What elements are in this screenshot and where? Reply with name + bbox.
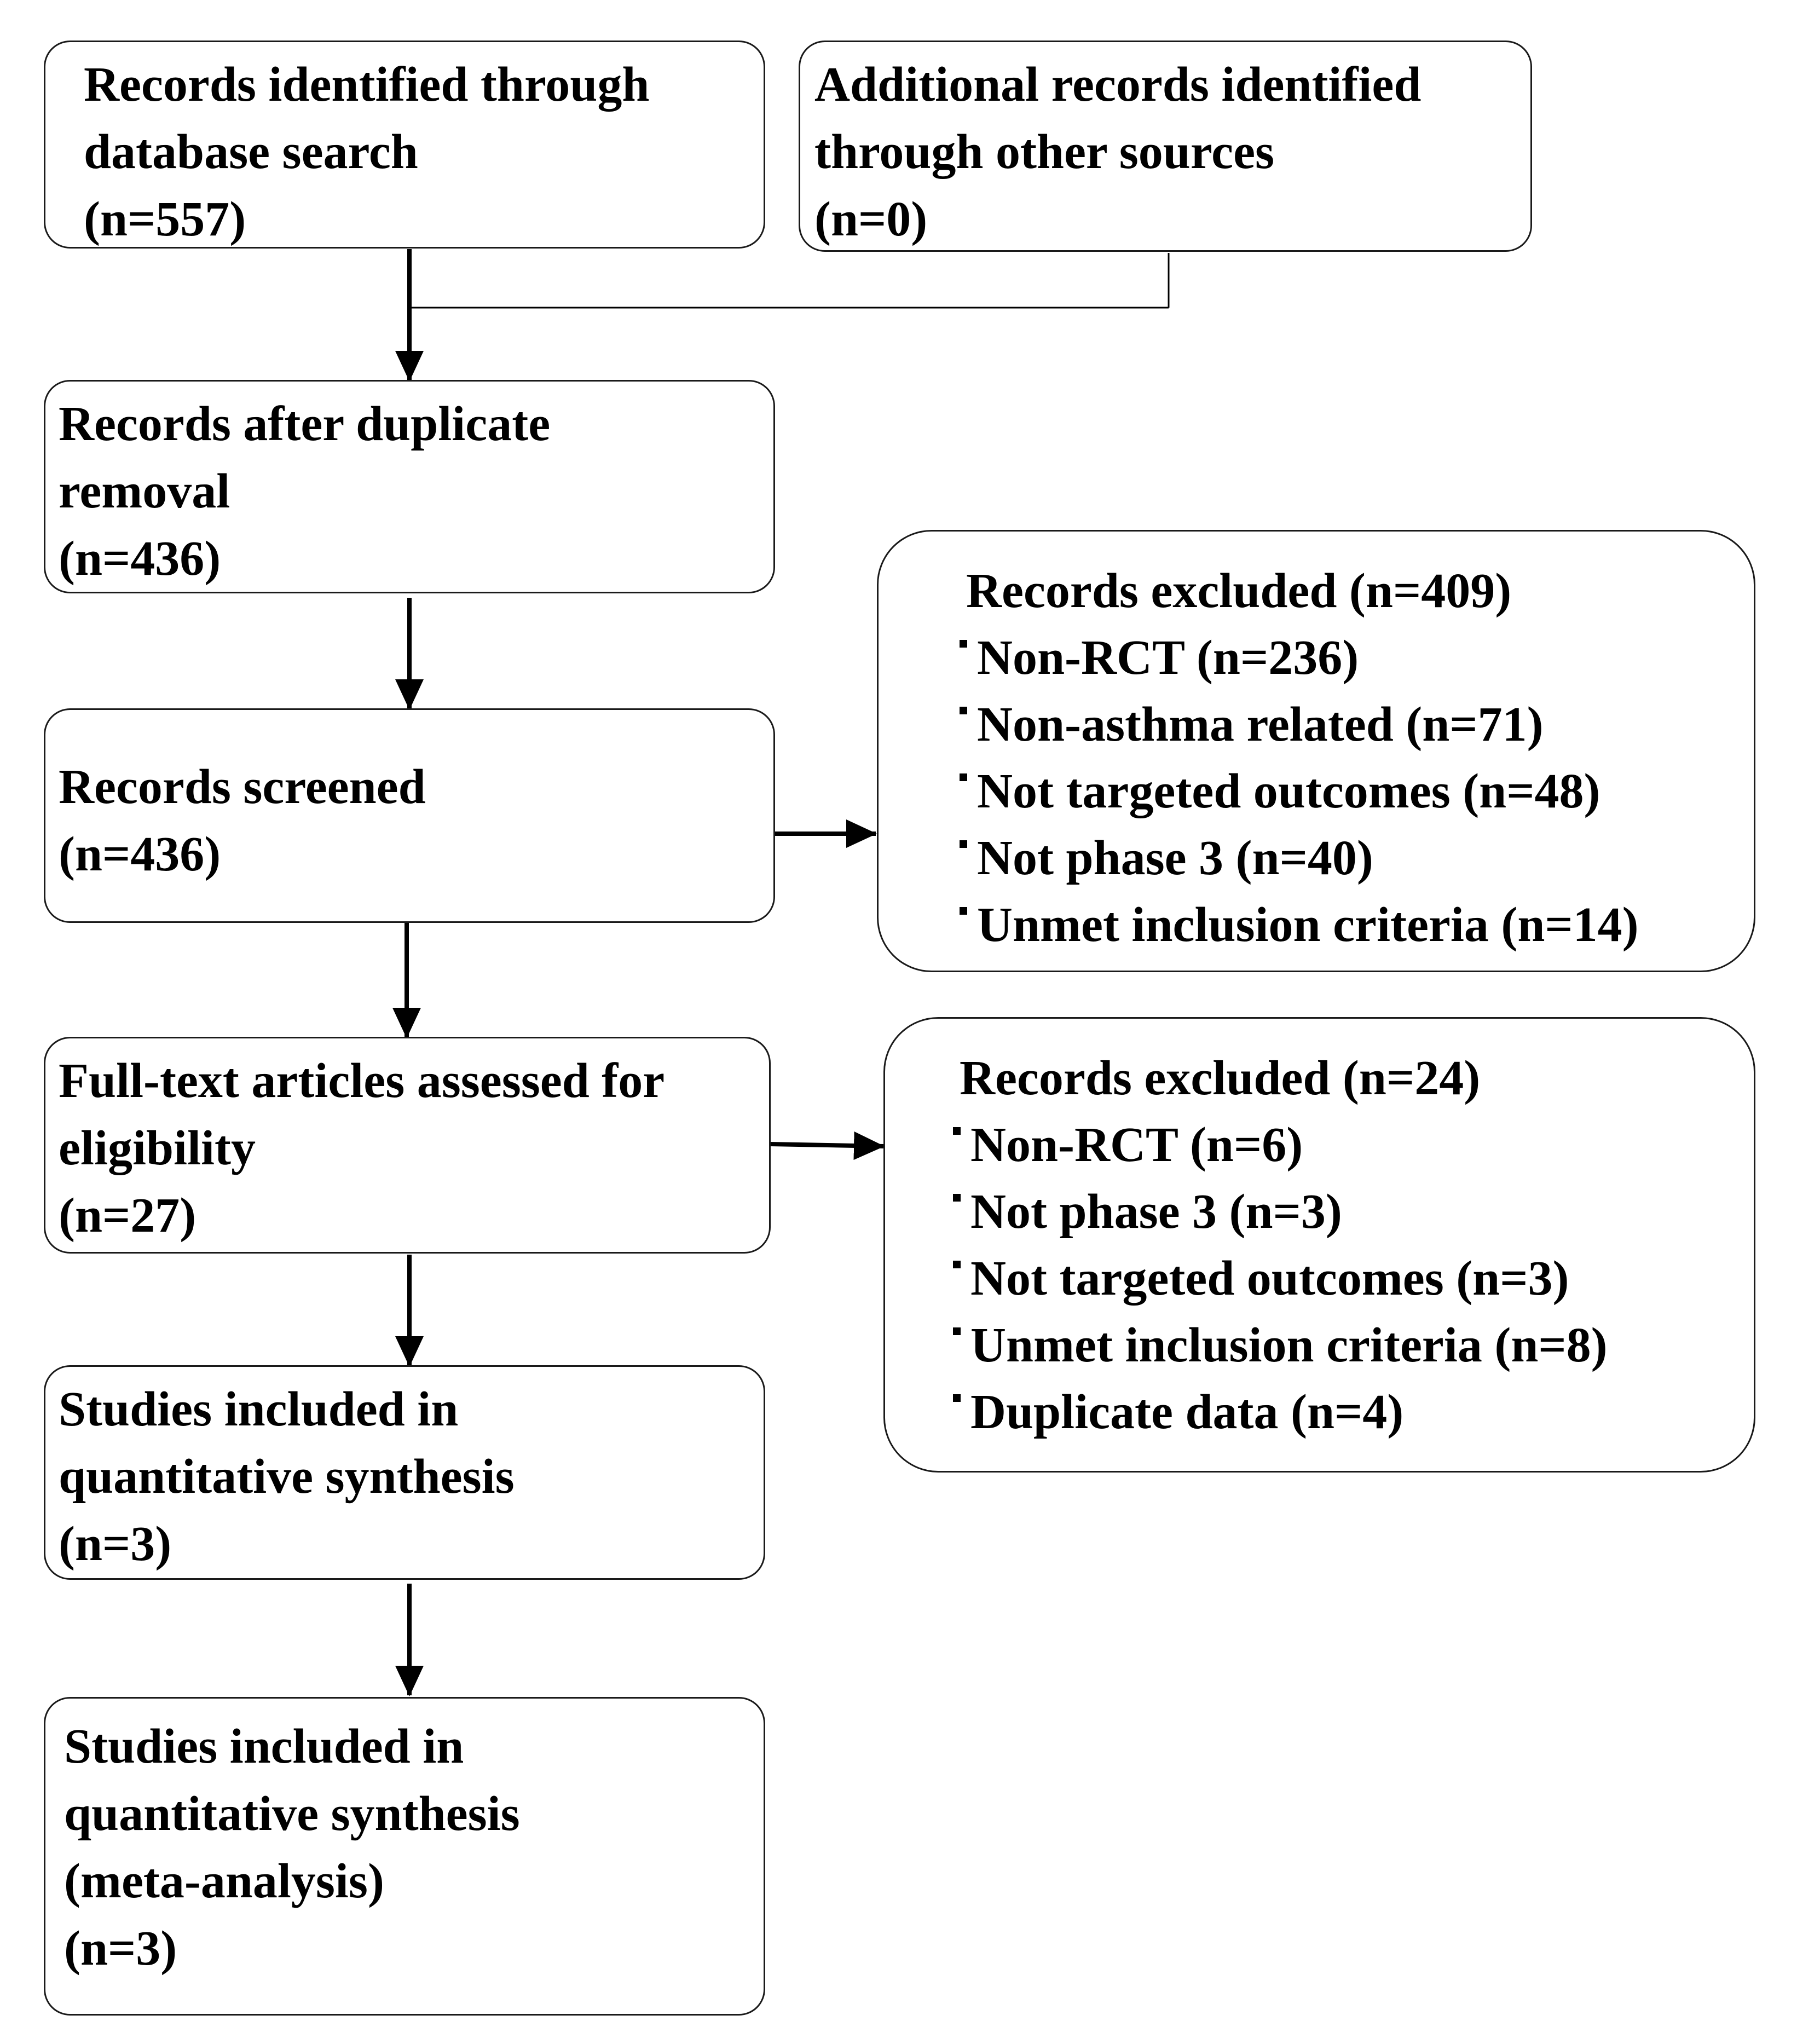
excluded-screening-item: Not targeted outcomes (n=48) [960,758,1754,825]
included-meta-line2: quantitative synthesis [64,1787,520,1841]
included-meta-line3: (meta-analysis) [64,1854,384,1908]
excluded-screening-item: Non-asthma related (n=71) [960,691,1754,758]
excluded-screening-item: Unmet inclusion criteria (n=14) [960,892,1754,959]
database-search-line2: database search [84,125,418,179]
excluded-fulltext-item: Duplicate data (n=4) [953,1379,1754,1446]
database-search-line1: Records identified through [84,57,650,112]
dedup-count: (n=436) [59,532,221,586]
box-excluded-fulltext: Records excluded (n=24) Non-RCT (n=6) No… [883,1017,1755,1473]
box-excluded-screening: Records excluded (n=409) Non-RCT (n=236)… [877,530,1755,972]
excluded-fulltext-item: Not phase 3 (n=3) [953,1179,1754,1245]
database-search-count: (n=557) [84,192,246,246]
box-records-screened: Records screened (n=436) [44,708,775,923]
box-included-quantitative: Studies included in quantitative synthes… [44,1365,765,1580]
box-included-meta-analysis: Studies included in quantitative synthes… [44,1697,765,2016]
screened-count: (n=436) [59,827,221,881]
included-quant-count: (n=3) [59,1517,172,1571]
other-sources-count: (n=0) [814,192,928,246]
arrow-to-excluded-fulltext [769,1131,885,1160]
screened-line1: Records screened [59,760,426,814]
excluded-fulltext-item: Non-RCT (n=6) [953,1112,1754,1179]
excluded-fulltext-title: Records excluded (n=24) [960,1051,1481,1105]
excluded-screening-item: Non-RCT (n=236) [960,625,1754,691]
excluded-screening-item: Not phase 3 (n=40) [960,825,1754,892]
included-meta-line1: Studies included in [64,1719,464,1774]
other-sources-line1: Additional records identified [814,57,1422,112]
fulltext-line2: eligibility [59,1121,256,1175]
excluded-screening-title: Records excluded (n=409) [966,564,1512,618]
included-quant-line2: quantitative synthesis [59,1450,515,1504]
included-quant-line1: Studies included in [59,1382,459,1436]
dedup-line2: removal [59,464,230,518]
other-sources-line2: through other sources [814,125,1275,179]
included-meta-count: (n=3) [64,1921,177,1976]
dedup-line1: Records after duplicate [59,397,551,451]
box-after-duplicate-removal: Records after duplicate removal (n=436) [44,380,775,593]
box-other-sources: Additional records identified through ot… [799,41,1532,252]
fulltext-count: (n=27) [59,1188,197,1243]
excluded-fulltext-item: Unmet inclusion criteria (n=8) [953,1312,1754,1379]
excluded-fulltext-item: Not targeted outcomes (n=3) [953,1245,1754,1312]
box-full-text-assessed: Full-text articles assessed for eligibil… [44,1037,771,1254]
box-database-search: Records identified through database sear… [44,41,765,249]
fulltext-line1: Full-text articles assessed for [59,1054,665,1108]
